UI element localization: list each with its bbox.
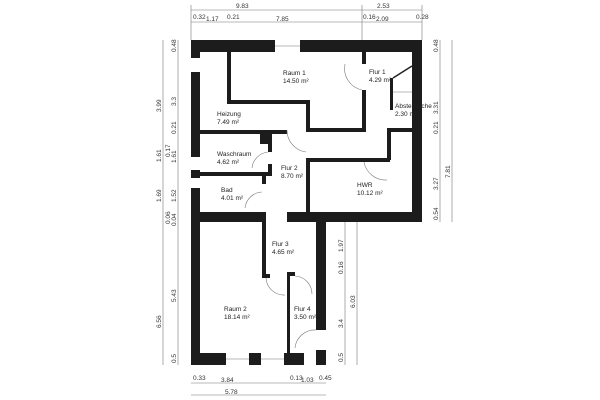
room-area: 4.29 m²: [369, 77, 392, 84]
dimension-label: 0.28: [416, 14, 429, 21]
room-labels: Raum 1 14.50 m² Flur 1 4.29 m² Abstellfl…: [217, 69, 432, 321]
room-name: Flur 3: [272, 241, 289, 248]
room-area: 10.12 m²: [357, 190, 383, 197]
dimension-lines: [162, 5, 453, 396]
dimension-label: 3.31: [433, 101, 440, 114]
room-name: Bad: [221, 187, 233, 194]
room-name: Abstellfläche: [395, 103, 432, 110]
dimension-label: 0.17: [165, 144, 172, 157]
room-name: Flur 1: [369, 69, 386, 76]
room-name: Raum 1: [283, 70, 306, 77]
dimension-label: 0.5: [171, 354, 178, 363]
room-area: 4.62 m²: [217, 159, 240, 166]
dimension-label: 0.48: [171, 39, 178, 52]
room-area: 14.50 m²: [283, 78, 309, 85]
dimension-label: 3.3: [171, 97, 178, 106]
room-area: 4.65 m²: [272, 249, 295, 256]
room-area: 4.01 m²: [221, 195, 244, 202]
dimension-label: 0.13: [290, 375, 303, 382]
dimension-label: 1.69: [156, 189, 163, 202]
dimension-label: 0.16: [363, 14, 376, 21]
dimension-label: 9.83: [236, 3, 249, 10]
dimension-label: 5.78: [225, 389, 238, 396]
dimension-label: 6.56: [156, 315, 163, 328]
dimension-label: 1.61: [171, 150, 178, 163]
room-name: Heizung: [217, 111, 241, 118]
dimension-label: 0.45: [319, 375, 332, 382]
dimension-label: 0.04: [171, 213, 178, 226]
dimension-label: 0.5: [338, 353, 345, 362]
dimension-label: 1.03: [301, 377, 314, 384]
dimension-label: 3.4: [338, 319, 345, 328]
dimension-label: 0.21: [227, 14, 240, 21]
room-area: 18.14 m²: [224, 314, 250, 321]
dimension-label: 6.03: [350, 295, 357, 308]
dimension-label: 0.16: [338, 261, 345, 274]
dimension-label: 1.61: [156, 149, 163, 162]
dimension-label: 1.17: [206, 16, 219, 23]
dimension-label: 3.99: [156, 99, 163, 112]
walls: [191, 40, 422, 365]
dimension-label: 2.53: [377, 3, 390, 10]
room-area: 3.50 m²: [294, 314, 317, 321]
room-name: Flur 4: [294, 306, 311, 313]
room-name: Waschraum: [217, 151, 251, 158]
dimension-label: 0.32: [193, 14, 206, 21]
room-name: HWR: [357, 182, 373, 189]
dimension-label: 1.52: [171, 189, 178, 202]
room-name: Raum 2: [224, 306, 247, 313]
dimension-label: 2.09: [376, 16, 389, 23]
dimension-label: 7.85: [276, 16, 289, 23]
dimension-label: 0.06: [165, 211, 172, 224]
dimension-label: 0.54: [433, 207, 440, 220]
dimension-labels: 9.83 2.53 0.32 1.17 0.21 7.85 0.16 2.09 …: [156, 3, 452, 396]
dimension-label: 0.33: [193, 375, 206, 382]
dimension-label: 3.27: [433, 177, 440, 190]
dimension-label: 1.97: [338, 239, 345, 252]
dimension-label: 3.84: [221, 377, 234, 384]
room-area: 7.49 m²: [217, 119, 240, 126]
door-swings: [244, 63, 388, 349]
room-area: 8.70 m²: [281, 173, 304, 180]
dimension-label: 5.43: [171, 289, 178, 302]
dimension-label: 7.81: [445, 165, 452, 178]
dimension-label: 0.48: [433, 39, 440, 52]
room-area: 2.30 m²: [395, 111, 418, 118]
dimension-label: 0.21: [433, 121, 440, 134]
room-name: Flur 2: [281, 165, 298, 172]
dimension-label: 0.21: [171, 121, 178, 134]
